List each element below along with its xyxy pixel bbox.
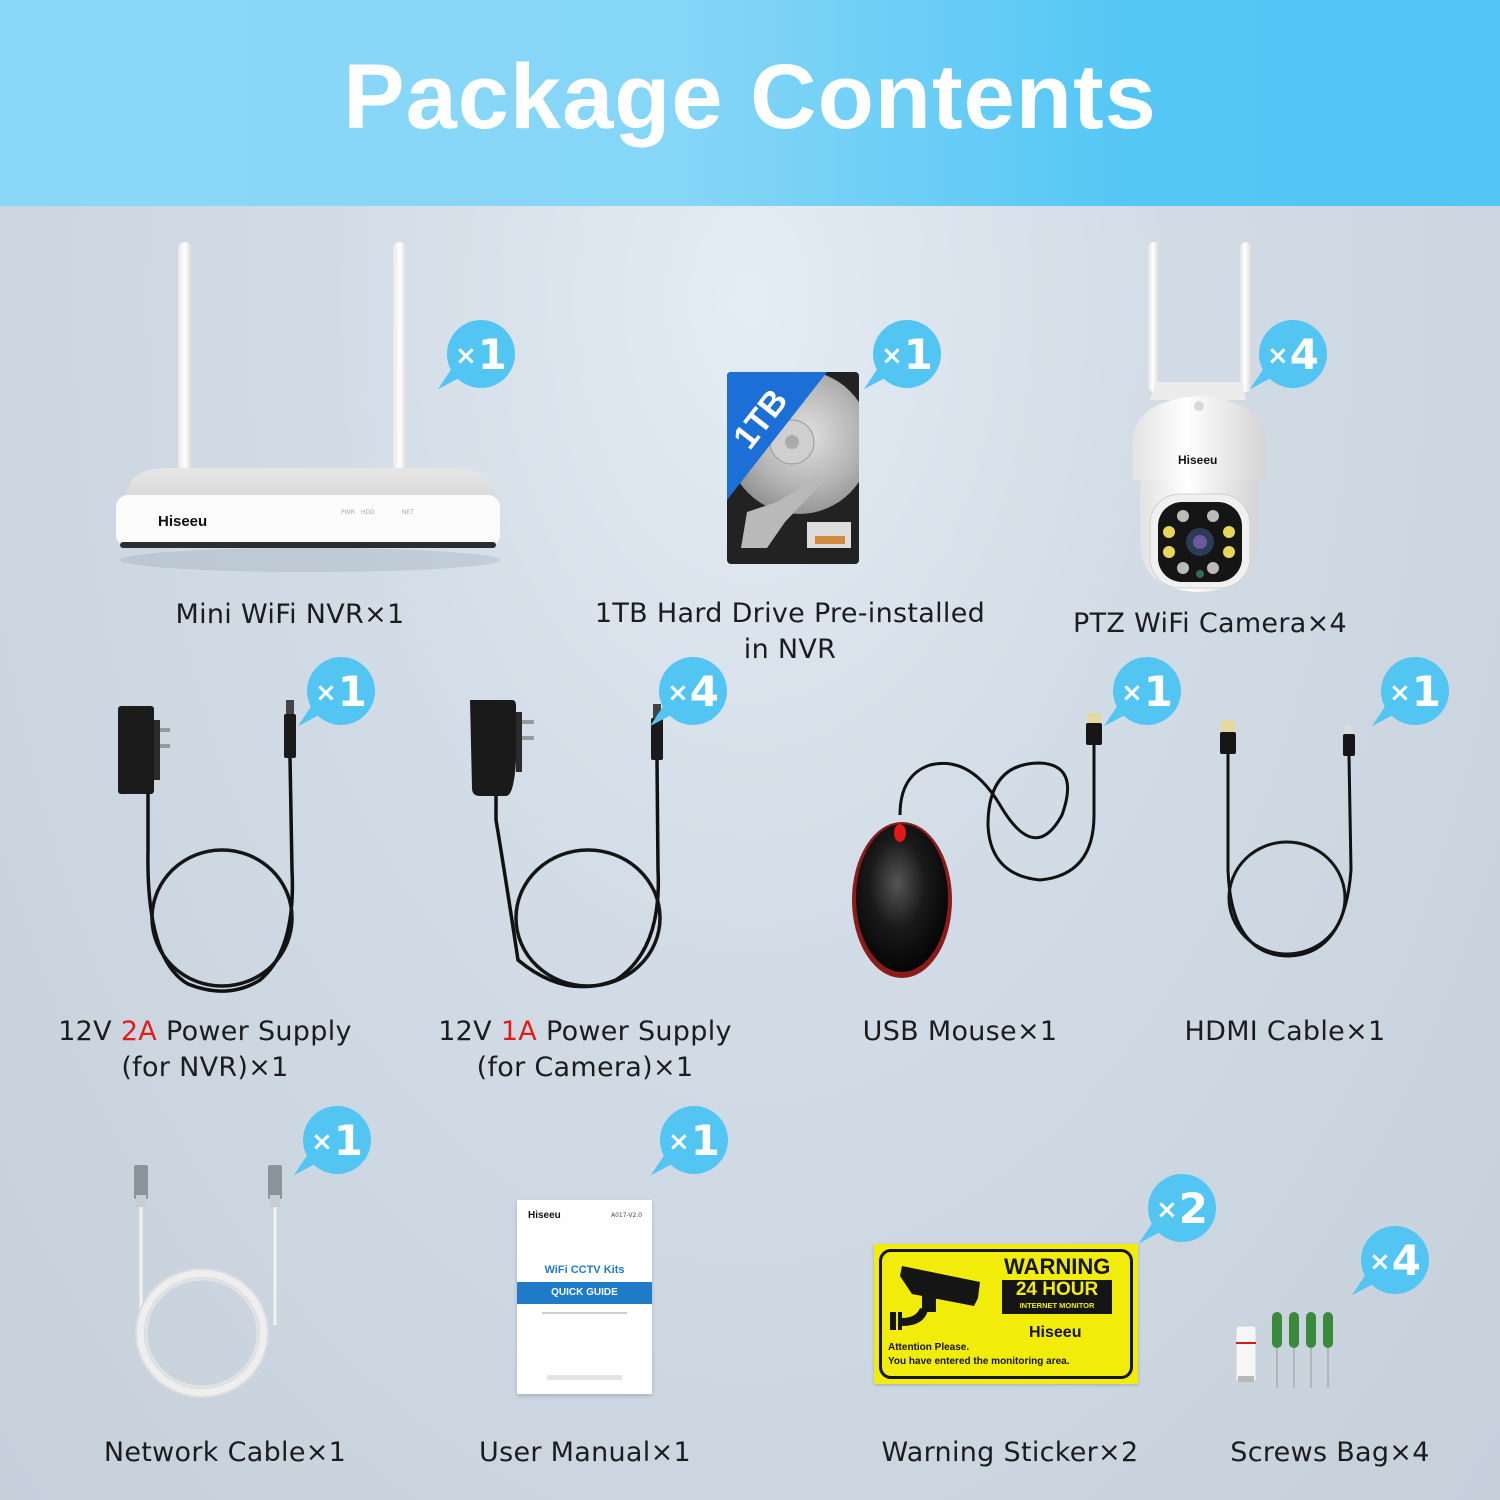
item-label-nvr: Mini WiFi NVR×1 bbox=[175, 599, 405, 630]
item-camera: Hiseeu bbox=[1128, 240, 1270, 600]
quantity-badge-psu-camera: ×4 bbox=[659, 657, 727, 725]
nvr-led-net: NET bbox=[402, 509, 414, 516]
quantity-badge-psu-nvr: ×1 bbox=[307, 657, 375, 725]
nvr-led-pwr: PWR bbox=[341, 509, 355, 516]
item-label-psu-nvr: 12V 2A Power Supply (for NVR)×1 bbox=[58, 1016, 352, 1083]
camera-brand-logo: Hiseeu bbox=[1178, 453, 1218, 467]
page-title: Package Contents bbox=[343, 45, 1157, 148]
sticker-border bbox=[879, 1249, 1133, 1379]
item-label-hdd: 1TB Hard Drive Pre-installed in NVR bbox=[560, 596, 1020, 668]
cctv-camera-icon bbox=[890, 1266, 980, 1330]
manual-title: WiFi CCTV Kits bbox=[544, 1264, 625, 1276]
item-label-network-cable: Network Cable×1 bbox=[103, 1437, 347, 1468]
item-warning-sticker: WARNING 24 HOUR INTERNET MONITOR Hiseeu … bbox=[874, 1244, 1138, 1384]
ptz-camera-icon bbox=[1132, 242, 1266, 592]
quantity-badge-hdd: ×1 bbox=[873, 320, 941, 388]
quantity-badge-network-cable: ×1 bbox=[303, 1106, 371, 1174]
quantity-badge-camera: ×4 bbox=[1259, 320, 1327, 388]
screws-bag-icon bbox=[1235, 1312, 1333, 1388]
item-mouse bbox=[850, 713, 1110, 978]
sticker-warning-text: WARNING bbox=[1004, 1254, 1111, 1279]
item-label-warning-sticker: Warning Sticker×2 bbox=[881, 1437, 1139, 1468]
item-network-cable bbox=[130, 1165, 290, 1405]
quantity-badge-screws-bag: ×4 bbox=[1361, 1226, 1429, 1294]
sticker-monitor-text: INTERNET MONITOR bbox=[1019, 1301, 1095, 1310]
manual-banner: QUICK GUIDE bbox=[517, 1282, 652, 1304]
item-label-screws-bag: Screws Bag×4 bbox=[1230, 1437, 1430, 1468]
item-label-hdd-line2: in NVR bbox=[743, 634, 837, 665]
sticker-24h-text: 24 HOUR bbox=[1015, 1279, 1099, 1300]
sticker-24h-box bbox=[1002, 1280, 1112, 1314]
header-banner: Package Contents bbox=[0, 0, 1500, 206]
item-psu-camera bbox=[466, 700, 666, 1000]
sticker-notice-2: You have entered the monitoring area. bbox=[888, 1356, 1070, 1367]
item-label-hdmi: HDMI Cable×1 bbox=[1184, 1016, 1386, 1047]
hdmi-cable-icon bbox=[1220, 720, 1355, 958]
item-hdmi bbox=[1215, 720, 1375, 960]
item-label-psu-camera: 12V 1A Power Supply (for Camera)×1 bbox=[438, 1016, 732, 1083]
manual-version: A017-V2.0 bbox=[610, 1212, 642, 1219]
item-screws-bag bbox=[1235, 1312, 1336, 1392]
quantity-badge-warning-sticker: ×2 bbox=[1148, 1174, 1216, 1242]
power-adapter-icon bbox=[470, 700, 663, 989]
nvr-led-hdd: HDD bbox=[361, 509, 375, 516]
item-label-mouse: USB Mouse×1 bbox=[862, 1016, 1058, 1047]
power-adapter-icon bbox=[118, 700, 296, 993]
manual-footer-fineprint bbox=[547, 1375, 622, 1380]
item-user-manual: Hiseeu A017-V2.0 WiFi CCTV Kits QUICK GU… bbox=[517, 1200, 652, 1394]
network-cable-icon bbox=[134, 1165, 282, 1398]
item-nvr: Hiseeu PWR HDD NET bbox=[110, 240, 510, 572]
sticker-brand-logo: Hiseeu bbox=[1029, 1324, 1082, 1341]
nvr-brand-logo: Hiseeu bbox=[158, 513, 208, 530]
manual-fineprint bbox=[542, 1312, 627, 1314]
item-psu-nvr bbox=[110, 700, 310, 1000]
item-label-user-manual: User Manual×1 bbox=[479, 1437, 691, 1468]
manual-brand-logo: Hiseeu bbox=[528, 1210, 561, 1221]
nvr-router-icon bbox=[116, 242, 500, 572]
item-hdd: 1TB bbox=[726, 372, 859, 564]
item-label-hdd-line1: 1TB Hard Drive Pre-installed bbox=[594, 598, 986, 629]
quantity-badge-mouse: ×1 bbox=[1113, 657, 1181, 725]
sticker-notice-1: Attention Please. bbox=[888, 1342, 970, 1353]
usb-mouse-icon bbox=[852, 713, 1102, 978]
quantity-badge-hdmi: ×1 bbox=[1381, 657, 1449, 725]
hard-drive-icon bbox=[727, 372, 859, 564]
item-label-camera: PTZ WiFi Camera×4 bbox=[1073, 608, 1347, 639]
quantity-badge-user-manual: ×1 bbox=[660, 1106, 728, 1174]
quantity-badge-nvr: ×1 bbox=[447, 320, 515, 388]
amperage-highlight: 1A bbox=[500, 1016, 538, 1047]
amperage-highlight: 2A bbox=[120, 1016, 158, 1047]
